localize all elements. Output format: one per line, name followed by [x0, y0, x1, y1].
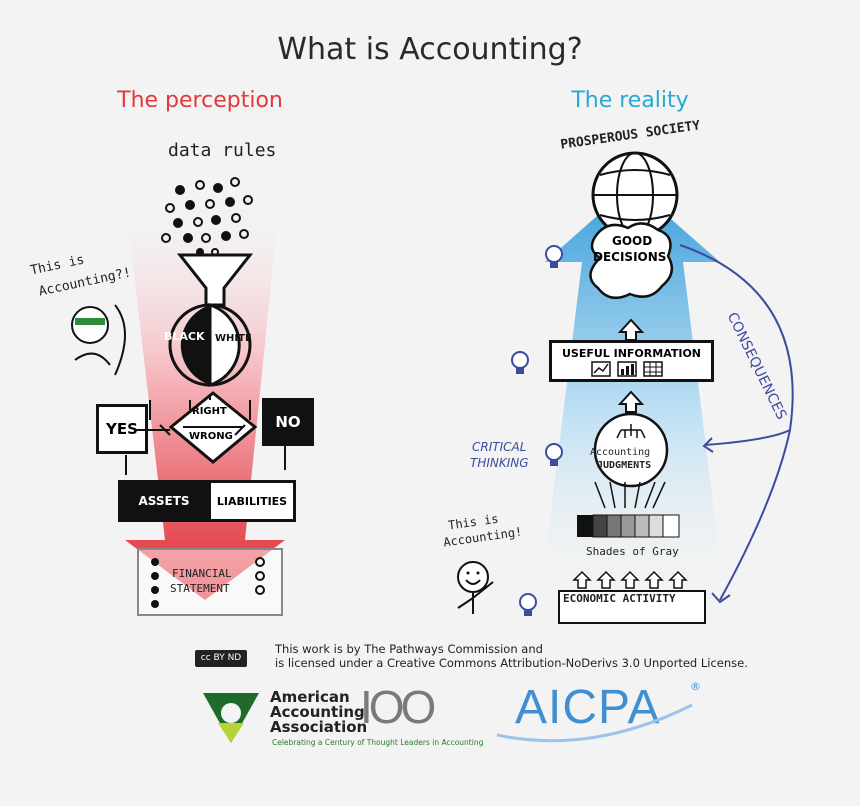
statement-label: STATEMENT: [170, 582, 230, 595]
decisions-label: DECISIONS: [593, 250, 667, 264]
cc-license-badge[interactable]: cc BY ND: [195, 650, 247, 667]
lightbulb-icon-4: [519, 593, 537, 616]
wrong-label: WRONG: [189, 431, 233, 442]
license-line-2: is licensed under a Creative Commons Att…: [275, 656, 748, 670]
right-label: RIGHT: [192, 406, 227, 417]
white-label: WHITE: [215, 333, 252, 344]
shades-of-gray-label: Shades of Gray: [586, 545, 679, 558]
lightbulb-icon-1: [545, 245, 563, 268]
black-white-circle: [168, 302, 252, 388]
good-decisions-cloud: [589, 222, 674, 300]
thinking-label: THINKING: [470, 456, 529, 470]
up-arrow-2: [618, 390, 644, 413]
data-rules-label: data rules: [168, 140, 277, 161]
aaa-100-logo: IOO: [360, 681, 436, 733]
confused-person-illustration: [71, 304, 126, 376]
good-label: GOOD: [612, 234, 653, 248]
lightbulb-icon-2: [511, 351, 529, 374]
aicpa-swoosh: [496, 703, 693, 743]
shades-of-gray-bar: [577, 481, 680, 538]
liabilities-box: LIABILITIES: [208, 480, 296, 522]
consequences-arrows: [679, 244, 794, 604]
critical-label: CRITICAL: [472, 440, 527, 454]
financial-statement-box: [137, 548, 283, 616]
accounting-judgments-circle: [593, 412, 669, 488]
lightbulb-icon-3: [545, 443, 563, 466]
economic-up-arrows: [572, 570, 688, 589]
chart-icons: [591, 361, 663, 377]
page-title: What is Accounting?: [277, 32, 583, 67]
aicpa-registered-mark: ®: [690, 680, 701, 693]
aaa-tagline: Celebrating a Century of Thought Leaders…: [272, 738, 484, 747]
license-text: This work is by The Pathways Commission …: [275, 642, 748, 670]
aaa-line-1: American: [270, 688, 350, 706]
aaa-line-3: Association: [270, 718, 368, 736]
aaa-line-2: Accounting: [270, 703, 365, 721]
data-dots-and-funnel: [161, 177, 254, 307]
accounting-judgments-label-2: JUDGMENTS: [597, 460, 652, 471]
statement-dots: [151, 557, 265, 608]
perception-connectors: [125, 395, 286, 475]
globe-icon: [591, 151, 679, 239]
no-box: NO: [262, 398, 314, 446]
aaa-logo-icon: [203, 693, 259, 743]
up-arrow-1: [618, 318, 644, 341]
perception-heading: The perception: [117, 88, 283, 113]
assets-box: ASSETS: [118, 480, 210, 522]
financial-label: FINANCIAL: [172, 567, 232, 580]
black-label: BLACK: [164, 330, 205, 343]
happy-person-illustration: [457, 561, 494, 614]
economic-activity-box: [558, 590, 706, 624]
accounting-judgments-label-1: Accounting: [590, 447, 651, 458]
license-line-1: This work is by The Pathways Commission …: [275, 642, 543, 656]
economic-activity-label: ECONOMIC ACTIVITY: [563, 592, 676, 605]
reality-heading: The reality: [571, 88, 689, 113]
right-wrong-diamond: [168, 391, 258, 464]
aaa-name: American Accounting Association: [270, 690, 367, 735]
aicpa-logo: AICPA: [515, 681, 661, 734]
